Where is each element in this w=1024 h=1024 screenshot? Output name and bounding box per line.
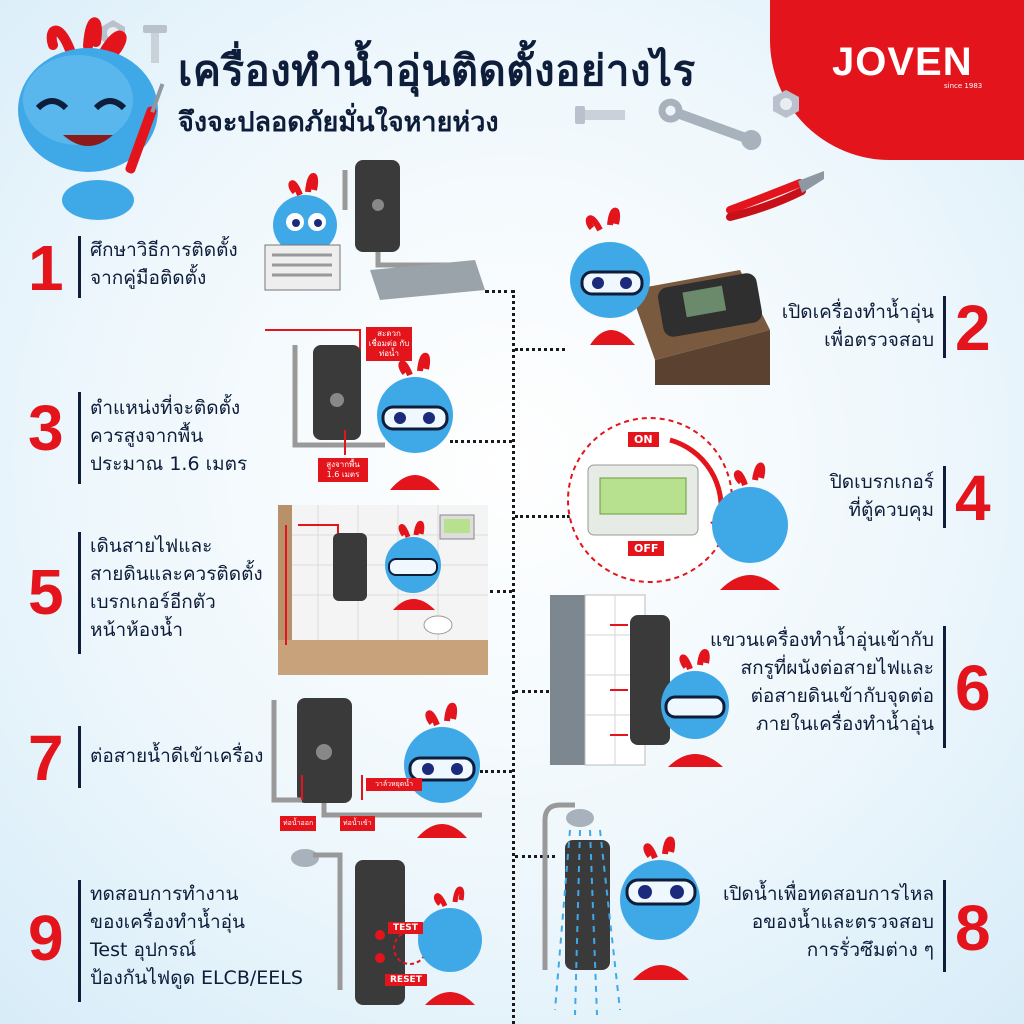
- timeline-connector: [490, 590, 512, 593]
- step-number-3: 3: [28, 392, 64, 464]
- step-3-text: ตำแหน่งที่จะติดตั้งควรสูงจากพื้นประมาณ 1…: [90, 397, 248, 475]
- step-8-illustration: [542, 802, 700, 1016]
- step-7-illustration: [271, 698, 482, 838]
- test-badge: TEST: [388, 922, 423, 934]
- step-divider: [943, 296, 946, 358]
- brand-logo: JOVEN: [832, 40, 973, 84]
- step-number-9: 9: [28, 902, 64, 974]
- step-4-illustration: [567, 417, 788, 590]
- step-number-5: 5: [28, 556, 64, 628]
- step-7-tag-in: ท่อน้ำเข้า: [340, 816, 375, 831]
- step-3-tag-pipe: สะดวก เชื่อมต่อ กับท่อน้ำ: [366, 327, 412, 361]
- timeline-connector: [480, 770, 512, 773]
- bolt-icon: [143, 25, 167, 63]
- step-number-1: 1: [28, 232, 64, 304]
- step-divider: [78, 392, 81, 484]
- mascot-with-screwdriver: [18, 17, 165, 220]
- step-9-illustration: [291, 849, 482, 1005]
- step-5-illustration: [278, 505, 488, 675]
- off-badge: OFF: [628, 541, 665, 556]
- step-7-tag-valve: วาล์วหยุดน้ำ: [366, 778, 422, 791]
- step-3-tag-height: สูงจากพื้น 1.6 เมตร: [318, 458, 368, 482]
- timeline-connector: [515, 855, 555, 858]
- step-5-text: เดินสายไฟและสายดินและควรติดตั้งเบรกเกอร์…: [90, 535, 263, 641]
- step-divider: [943, 880, 946, 972]
- brand-tagline: since 1983: [944, 82, 983, 90]
- step-number-8: 8: [955, 892, 991, 964]
- timeline-connector: [450, 440, 512, 443]
- screw-icon: [575, 106, 625, 124]
- step-6-illustration: [550, 594, 729, 767]
- on-badge: ON: [628, 432, 659, 447]
- step-divider: [78, 880, 81, 1002]
- timeline-line: [512, 295, 515, 1024]
- step-1-illustration: [264, 160, 485, 300]
- timeline-connector: [515, 515, 570, 518]
- step-8-text: เปิดน้ำเพื่อทดสอบการไหลอของน้ำและตรวจสอบ…: [722, 883, 934, 961]
- reset-badge: RESET: [385, 974, 427, 986]
- nut-icon-2: [773, 90, 799, 118]
- step-6-text: แขวนเครื่องทำน้ำอุ่นเข้ากับสกรูที่ผนังต่…: [710, 629, 934, 735]
- timeline-connector: [515, 690, 555, 693]
- step-divider: [943, 626, 946, 748]
- step-number-7: 7: [28, 722, 64, 794]
- step-4-text: ปิดเบรกเกอร์ที่ตู้ควบคุม: [829, 471, 934, 521]
- step-number-2: 2: [955, 292, 991, 364]
- step-2-text: เปิดเครื่องทำน้ำอุ่นเพื่อตรวจสอบ: [781, 301, 934, 351]
- pliers-icon: [726, 171, 824, 221]
- page-title: เครื่องทำน้ำอุ่นติดตั้งอย่างไร: [178, 46, 696, 95]
- step-divider: [78, 726, 81, 788]
- step-divider: [943, 466, 946, 528]
- step-1-text: ศึกษาวิธีการติดตั้งจากคู่มือติดตั้ง: [90, 239, 238, 289]
- timeline-connector: [515, 348, 565, 351]
- step-divider: [78, 532, 81, 654]
- wrench-icon: [658, 98, 762, 151]
- step-number-4: 4: [955, 462, 991, 534]
- timeline-connector: [485, 290, 515, 293]
- step-3-illustration: [265, 329, 453, 490]
- step-number-6: 6: [955, 652, 991, 724]
- step-7-text: ต่อสายน้ำดีเข้าเครื่อง: [90, 745, 264, 767]
- page-subtitle: จึงจะปลอดภัยมั่นใจหายห่วง: [178, 107, 499, 138]
- step-7-tag-out: ท่อน้ำออก: [280, 816, 317, 831]
- step-divider: [78, 236, 81, 298]
- step-2-illustration: [570, 207, 770, 385]
